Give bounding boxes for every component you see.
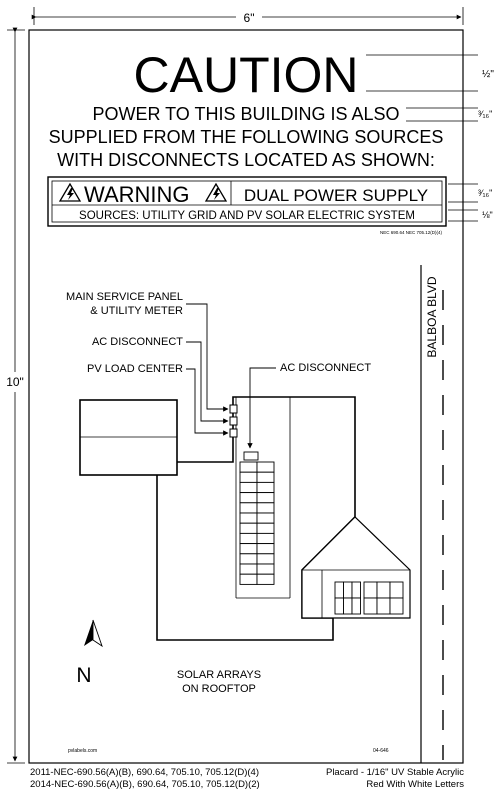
header-line-2: SUPPLIED FROM THE FOLLOWING SOURCES: [49, 127, 444, 147]
placard-border: [28, 29, 464, 764]
callout-caution-size: ½": [482, 69, 494, 80]
solar-panel: [256, 532, 275, 545]
solar-panel: [256, 471, 275, 483]
sources-label: SOURCES: UTILITY GRID AND PV SOLAR ELECT…: [79, 210, 415, 222]
header-line-1: POWER TO THIS BUILDING IS ALSO: [92, 104, 399, 124]
dual-power-label: DUAL POWER SUPPLY: [244, 186, 428, 205]
solar-panel: [389, 597, 404, 615]
north-arrow-icon: [84, 619, 103, 648]
solar-panel: [239, 563, 258, 575]
solar-panel: [334, 597, 344, 615]
solar-panel: [343, 581, 353, 599]
main-service-label-2: & UTILITY METER: [90, 305, 183, 317]
solar-panel: [239, 461, 258, 473]
solar-array-ell: [334, 581, 404, 615]
caution-title: CAUTION: [134, 47, 359, 103]
callout-sources-size: ⅛": [482, 210, 493, 220]
callout-warning-size: ³⁄₁₆": [478, 188, 492, 198]
solar-panel: [256, 461, 275, 473]
solar-panel: [256, 573, 275, 585]
solar-panel: [256, 502, 275, 514]
solar-panel: [376, 597, 391, 615]
solar-panel: [363, 581, 378, 599]
solar-panel: [239, 573, 258, 585]
solar-array-main: [239, 451, 275, 585]
solar-panel: [239, 471, 258, 483]
part-number: 04-646: [373, 748, 389, 754]
pv-load-center-box: [243, 451, 259, 461]
solar-panel: [256, 492, 275, 504]
solar-panel: [256, 543, 275, 555]
main-service-label-1: MAIN SERVICE PANEL: [66, 291, 183, 303]
pv-load-center-label: PV LOAD CENTER: [87, 363, 183, 375]
solar-panel: [256, 553, 275, 565]
solar-arrays-label-2: ON ROOFTOP: [182, 683, 256, 695]
ac-disconnect-right-label: AC DISCONNECT: [280, 362, 371, 374]
solar-panel: [239, 502, 258, 514]
solar-panel: [343, 597, 353, 615]
size-callouts: [366, 54, 478, 222]
street-label: BALBOA BLVD: [425, 276, 439, 357]
solar-panel: [239, 532, 258, 545]
solar-panel: [376, 581, 391, 599]
leader-lines: [186, 303, 276, 449]
width-label: 6": [244, 11, 255, 25]
solar-panel: [351, 581, 361, 599]
solar-panel: [239, 543, 258, 555]
solar-panel: [239, 492, 258, 504]
solar-panel: [351, 597, 361, 615]
warning-triangle-icon: [204, 182, 228, 202]
garage-building: [79, 399, 178, 476]
solar-panel: [334, 581, 344, 599]
height-label: 10": [6, 375, 24, 389]
solar-panel: [256, 481, 275, 494]
warning-triangle-icon: [58, 182, 82, 202]
north-label: N: [76, 664, 91, 687]
brand-label: pvlabels.com: [68, 748, 97, 754]
ac-disconnect-left-label: AC DISCONNECT: [92, 336, 183, 348]
warning-label: WARNING: [84, 182, 190, 207]
footer-nec-2011: 2011-NEC-690.56(A)(B), 690.64, 705.10, 7…: [30, 767, 259, 778]
solar-panel: [256, 563, 275, 575]
street: [420, 265, 444, 763]
solar-panel: [363, 597, 378, 615]
footer-nec-2014: 2014-NEC-690.56(A)(B), 690.64, 705.10, 7…: [30, 779, 260, 790]
solar-arrays-label-1: SOLAR ARRAYS: [177, 669, 261, 681]
solar-panel: [389, 581, 404, 599]
solar-panel: [239, 512, 258, 524]
wall-disconnect-boxes: [229, 404, 238, 438]
footer-lettering: Red With White Letters: [366, 779, 464, 790]
solar-panel: [239, 522, 258, 534]
height-dimension: 10": [6, 27, 25, 764]
width-dimension: 6": [31, 7, 464, 25]
header-line-3: WITH DISCONNECTS LOCATED AS SHOWN:: [57, 150, 435, 170]
callout-line-size: ³⁄₁₆": [478, 109, 492, 119]
footer-material: Placard - 1/16" UV Stable Acrylic: [326, 767, 464, 778]
nec-reference: NEC 690.64 NEC 705.12(D)(4): [380, 230, 443, 235]
solar-panel: [256, 522, 275, 534]
solar-panel: [239, 553, 258, 565]
solar-panel: [239, 481, 258, 494]
solar-panel: [256, 512, 275, 524]
warning-box: WARNING DUAL POWER SUPPLY SOURCES: UTILI…: [47, 176, 447, 227]
